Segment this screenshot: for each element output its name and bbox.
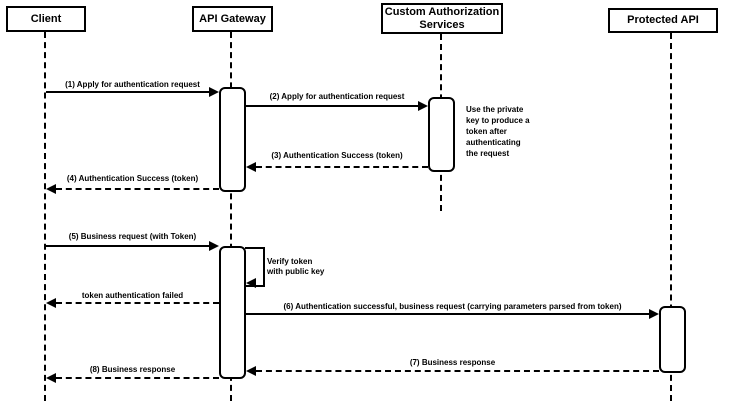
message-3-label: (3) Authentication Success (token)	[271, 151, 403, 160]
message-1-label: (1) Apply for authentication request	[65, 80, 200, 89]
message-6-label: (6) Authentication successful, business …	[283, 302, 622, 311]
message-fail-arrowhead-icon	[46, 298, 56, 308]
activation-api-gateway-business	[219, 246, 246, 379]
message-fail-label: token authentication failed	[81, 291, 184, 300]
message-5-label: (5) Business request (with Token)	[68, 232, 197, 241]
participant-api-gateway-label: API Gateway	[199, 12, 266, 25]
participant-api-gateway: API Gateway	[192, 6, 273, 32]
message-1-arrowhead-icon	[209, 87, 219, 97]
message-4-line	[56, 188, 219, 190]
note-private-key: Use the private key to produce a token a…	[466, 105, 530, 158]
lifeline-api-gateway	[230, 32, 232, 401]
message-2-line	[246, 105, 419, 107]
participant-client: Client	[6, 6, 86, 32]
participant-protected-api-label: Protected API	[627, 14, 699, 26]
participant-client-label: Client	[30, 12, 62, 25]
message-2-label: (2) Apply for authentication request	[269, 92, 405, 101]
message-8-arrowhead-icon	[46, 373, 56, 383]
message-3-line	[256, 166, 428, 168]
message-7-arrowhead-icon	[246, 366, 256, 376]
lifeline-client	[44, 32, 46, 401]
message-5-arrowhead-icon	[209, 241, 219, 251]
message-2-arrowhead-icon	[418, 101, 428, 111]
message-3-arrowhead-icon	[246, 162, 256, 172]
participant-custom-authorization-services: Custom Authorization Services	[381, 3, 503, 34]
message-6-arrowhead-icon	[649, 309, 659, 319]
message-1-line	[46, 91, 210, 93]
self-message-arrowhead-icon	[246, 278, 256, 288]
self-message-label: Verify token with public key	[267, 257, 325, 276]
activation-protected-api	[659, 306, 686, 373]
message-8-label: (8) Business response	[89, 365, 176, 374]
message-6-line	[246, 313, 650, 315]
message-8-line	[56, 377, 219, 379]
lifeline-protected-api	[670, 33, 672, 401]
participant-protected-api: Protected API	[608, 8, 718, 33]
message-4-arrowhead-icon	[46, 184, 56, 194]
message-7-line	[256, 370, 659, 372]
message-fail-line	[56, 302, 219, 304]
message-5-line	[46, 245, 210, 247]
activation-api-gateway-auth	[219, 87, 246, 192]
activation-custom-authorization-services	[428, 97, 455, 172]
message-7-label: (7) Business response	[409, 358, 496, 367]
message-4-label: (4) Authentication Success (token)	[66, 174, 199, 183]
participant-custom-authorization-services-label: Custom Authorization Services	[384, 5, 500, 31]
